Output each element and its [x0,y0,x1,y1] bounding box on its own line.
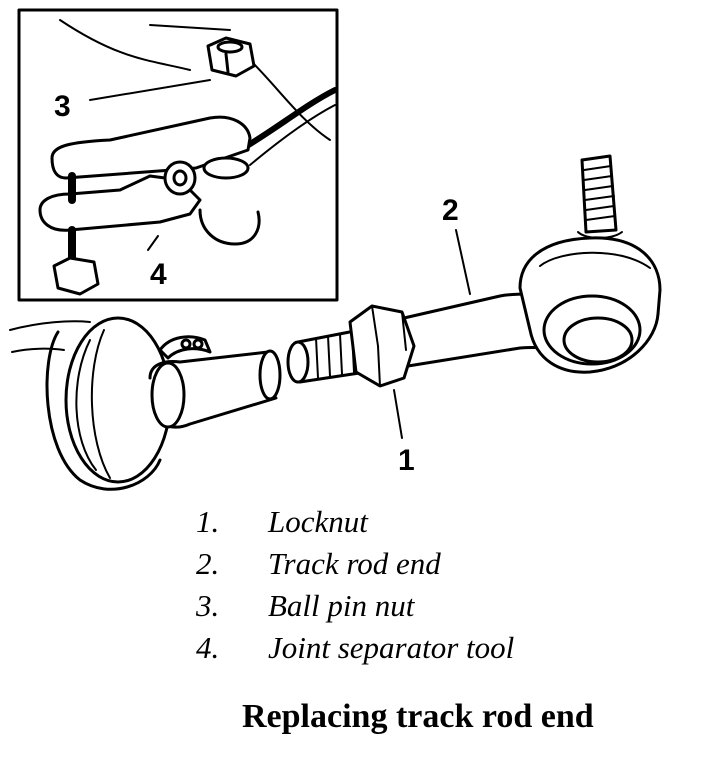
ball-stud [577,154,623,239]
legend-label: Locknut [268,504,368,539]
legend-item: 4. Joint separator tool [196,630,616,672]
legend-number: 4. [196,630,220,665]
joint-separator-tool [38,115,261,296]
legend-number: 2. [196,546,220,581]
locknut [348,304,416,388]
steering-gaiter [9,316,172,491]
legend: 1. Locknut 2. Track rod end 3. Ball pin nut… [196,504,616,672]
legend-label: Track rod end [268,546,441,581]
ball-pin-nut [206,36,256,78]
legend-item: 2. Track rod end [196,546,616,588]
inner-track-rod [148,349,282,429]
callout-1: 1 [398,444,415,477]
callout-4: 4 [150,258,167,291]
legend-item: 1. Locknut [196,504,616,546]
gaiter-clip [158,335,212,360]
legend-number: 1. [196,504,220,539]
track-rod-illustration [9,8,662,491]
callout-3: 3 [54,90,71,123]
track-rod-end [402,236,662,374]
legend-label: Ball pin nut [268,588,415,623]
legend-item: 3. Ball pin nut [196,588,616,630]
callout-2: 2 [442,194,459,227]
threaded-rod [286,328,368,384]
legend-number: 3. [196,588,220,623]
figure-caption: Replacing track rod end [242,698,594,735]
separator-tool-inset [17,8,339,302]
legend-label: Joint separator tool [268,630,515,665]
